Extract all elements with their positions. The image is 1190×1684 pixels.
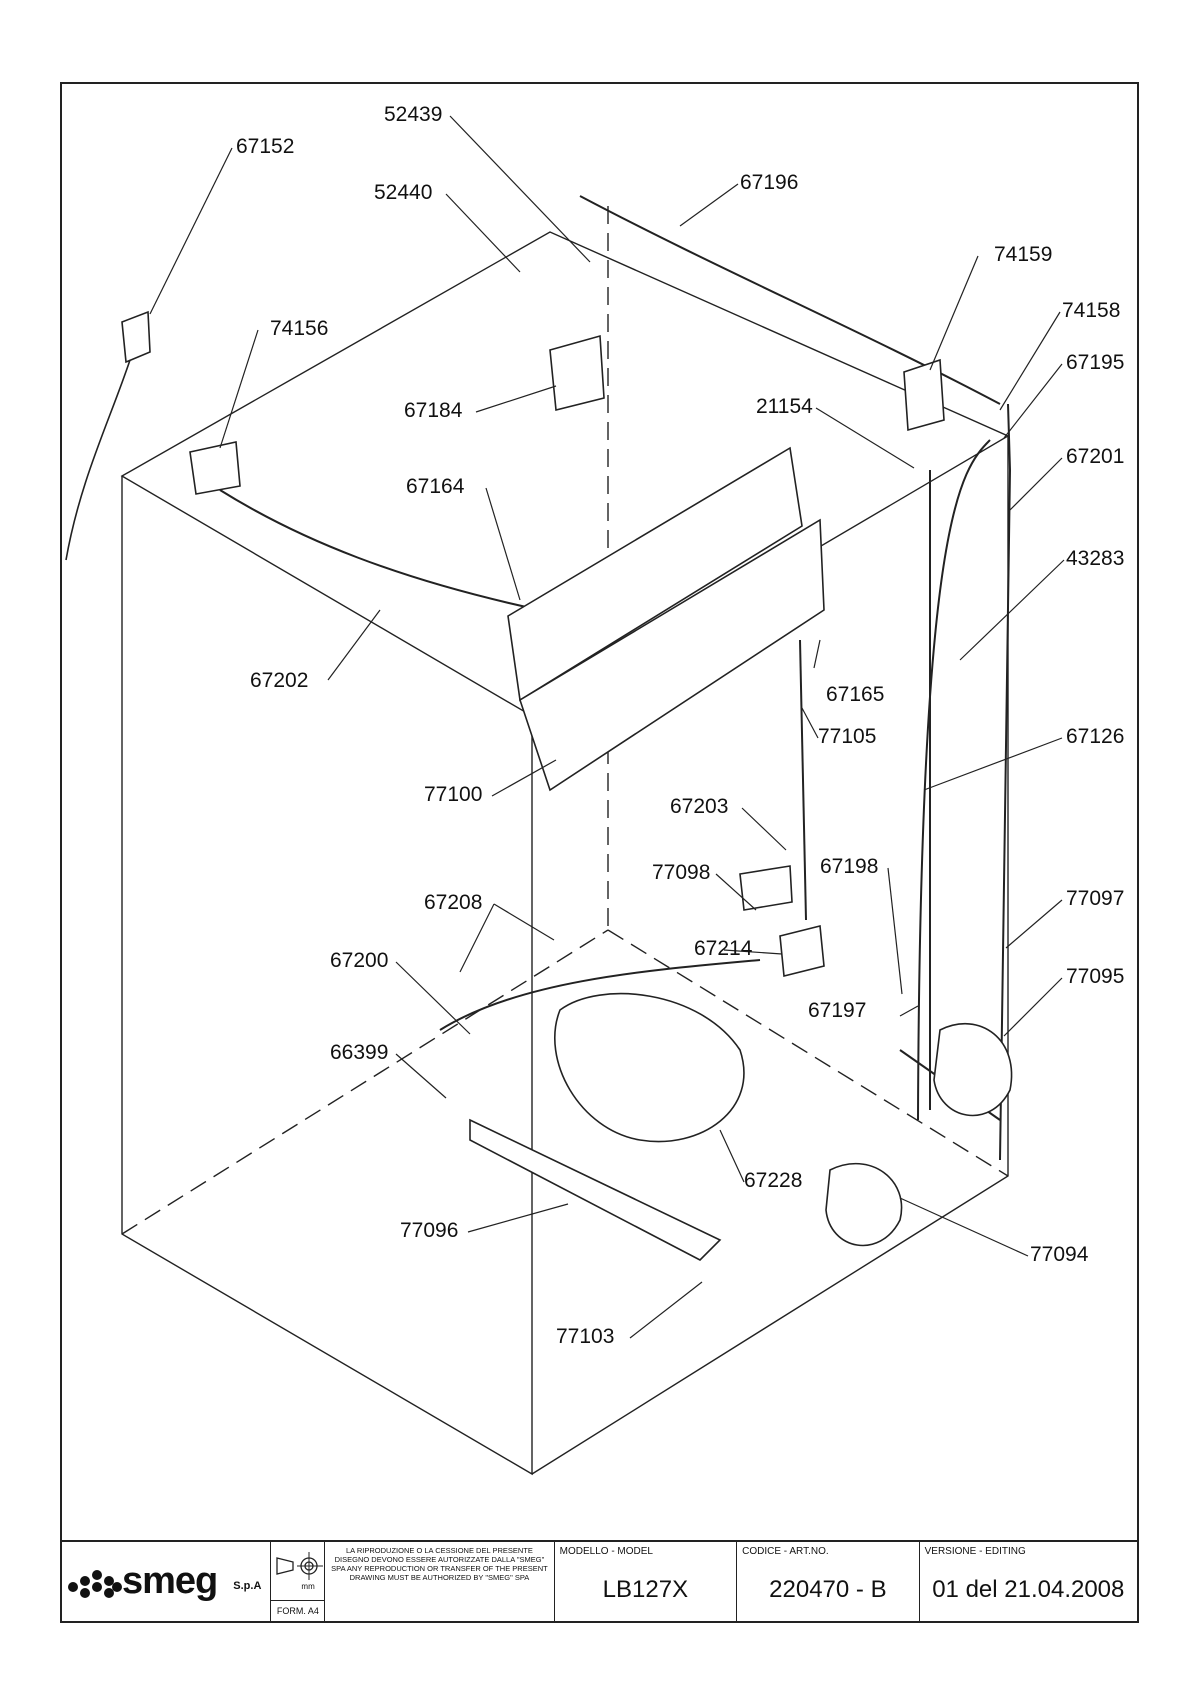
part-callout: 67201 — [1066, 445, 1125, 468]
model-label: MODELLO - MODEL — [559, 1546, 653, 1557]
version-value: 01 del 21.04.2008 — [932, 1576, 1125, 1603]
part-callout: 77098 — [652, 861, 711, 884]
code-value: 220470 - B — [769, 1576, 887, 1603]
part-callout: 77094 — [1030, 1243, 1089, 1266]
part-callout: 67200 — [330, 949, 389, 972]
part-callout: 77100 — [424, 783, 483, 806]
part-callout: 67152 — [236, 135, 295, 158]
part-callout: 74158 — [1062, 299, 1121, 322]
cabinet-outline — [120, 206, 1010, 1476]
part-callout: 77097 — [1066, 887, 1125, 910]
part-callout: 43283 — [1066, 547, 1125, 570]
part-callout: 66399 — [330, 1041, 389, 1064]
brand-logo: smeg S.p.A — [62, 1542, 272, 1621]
part-callout: 67198 — [820, 855, 879, 878]
part-callout: 67197 — [808, 999, 867, 1022]
part-callout: 67196 — [740, 171, 799, 194]
model-value: LB127X — [602, 1576, 689, 1603]
first-angle-projection-icon — [276, 1552, 324, 1580]
logo-dots-icon — [68, 1562, 122, 1602]
part-callout: 67184 — [404, 399, 463, 422]
part-callout: 67203 — [670, 795, 729, 818]
part-callout: 74156 — [270, 317, 329, 340]
part-callout: 67208 — [424, 891, 483, 914]
version-field: VERSIONE - EDITING 01 del 21.04.2008 — [920, 1542, 1137, 1621]
part-callout: 67228 — [744, 1169, 803, 1192]
version-label: VERSIONE - EDITING — [924, 1546, 1026, 1557]
part-callout: 77105 — [818, 725, 877, 748]
brand-name: smeg — [122, 1560, 218, 1602]
part-callout: 52439 — [384, 103, 443, 126]
part-callout: 67164 — [406, 475, 465, 498]
part-callout: 77095 — [1066, 965, 1125, 988]
part-callout: 77096 — [400, 1219, 459, 1242]
title-block: smeg S.p.A mm FORM. A4 LA RIPRODUZIONE O… — [60, 1540, 1139, 1623]
component-sketches — [65, 310, 1013, 1261]
brand-suffix: S.p.A — [233, 1579, 262, 1592]
form-size: FORM. A4 — [271, 1600, 325, 1621]
part-callout: 52440 — [374, 181, 433, 204]
part-callout: 67195 — [1066, 351, 1125, 374]
leader-lines — [149, 115, 1065, 1339]
part-callout: 74159 — [994, 243, 1053, 266]
part-callout: 77103 — [556, 1325, 615, 1348]
part-callout: 21154 — [756, 395, 813, 418]
code-label: CODICE - ART.NO. — [742, 1546, 829, 1557]
copyright-notice: LA RIPRODUZIONE O LA CESSIONE DEL PRESEN… — [325, 1542, 555, 1621]
part-callout: 67165 — [826, 683, 885, 706]
code-field: CODICE - ART.NO. 220470 - B — [737, 1542, 920, 1621]
exploded-parts-diagram — [65, 115, 1065, 1476]
model-field: MODELLO - MODEL LB127X — [555, 1542, 738, 1621]
part-callout: 67202 — [250, 669, 309, 692]
part-callout: 67214 — [694, 937, 753, 960]
part-callout: 67126 — [1066, 725, 1125, 748]
unit-label: mm — [301, 1582, 315, 1591]
projection-symbol: mm FORM. A4 — [271, 1542, 326, 1621]
